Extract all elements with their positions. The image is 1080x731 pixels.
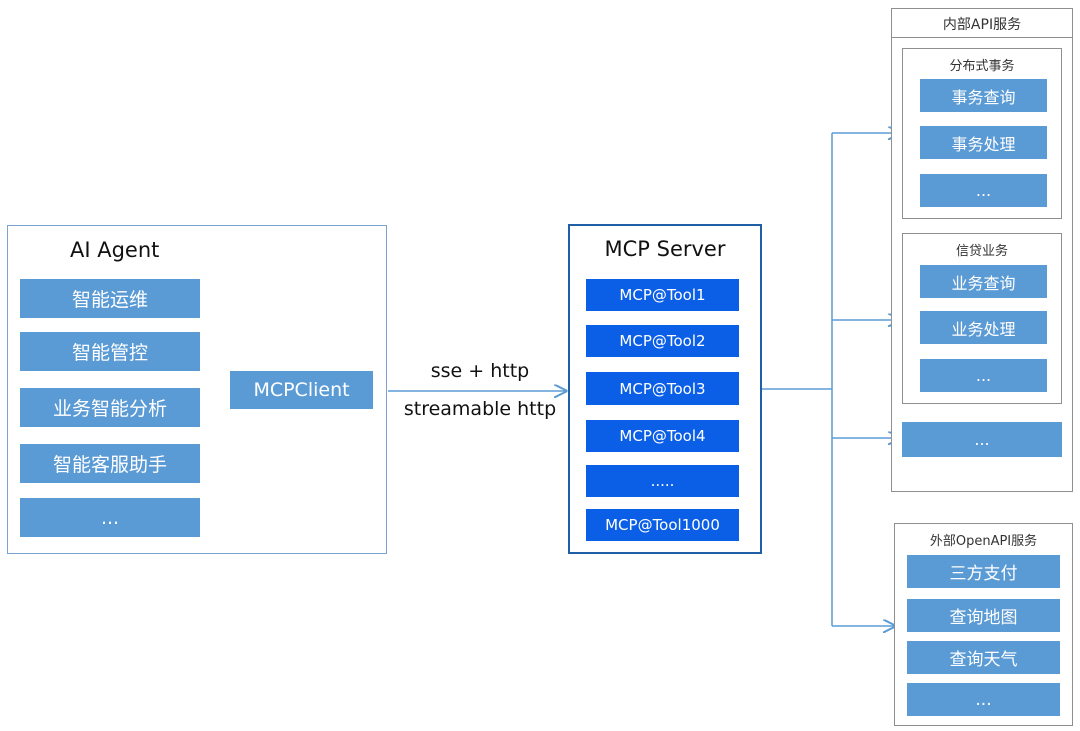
mcp-tool-1: MCP@Tool1 — [586, 279, 739, 311]
mcp-tool-2: MCP@Tool2 — [586, 325, 739, 357]
agent-item-ops: 智能运维 — [20, 279, 200, 318]
mcp-server-title: MCP Server — [604, 237, 726, 261]
map-query: 查询地图 — [907, 599, 1060, 632]
credit-business-title: 信贷业务 — [955, 244, 1008, 259]
internal-api-title: 内部API服务 — [942, 17, 1022, 33]
agent-item-more: ... — [20, 498, 200, 537]
mcp-client-box: MCPClient — [230, 371, 373, 409]
mcp-tool-4: MCP@Tool4 — [586, 420, 739, 452]
external-openapi-title: 外部OpenAPI服务 — [929, 534, 1038, 549]
internal-api-title-divider — [891, 37, 1073, 38]
protocol-label-sse: sse + http — [430, 360, 530, 382]
external-more: ... — [907, 683, 1060, 716]
weather-query: 查询天气 — [907, 641, 1060, 674]
mcp-tool-1000: MCP@Tool1000 — [586, 509, 739, 541]
business-more: ... — [920, 359, 1047, 392]
agent-item-control: 智能管控 — [20, 332, 200, 371]
ai-agent-title: AI Agent — [70, 238, 160, 262]
business-process: 业务处理 — [920, 311, 1047, 344]
mcp-tool-3: MCP@Tool3 — [586, 372, 739, 405]
transaction-process: 事务处理 — [920, 126, 1047, 159]
protocol-label-streamable: streamable http — [403, 398, 557, 420]
agent-item-service: 智能客服助手 — [20, 444, 200, 483]
distributed-transaction-title: 分布式事务 — [949, 59, 1015, 74]
business-query: 业务查询 — [920, 265, 1047, 298]
agent-item-analysis: 业务智能分析 — [20, 388, 200, 427]
internal-more: ... — [902, 422, 1062, 457]
third-party-payment: 三方支付 — [907, 555, 1060, 588]
transaction-query: 事务查询 — [920, 79, 1047, 112]
transaction-more: ... — [920, 174, 1047, 207]
mcp-tool-more: ..... — [586, 465, 739, 497]
